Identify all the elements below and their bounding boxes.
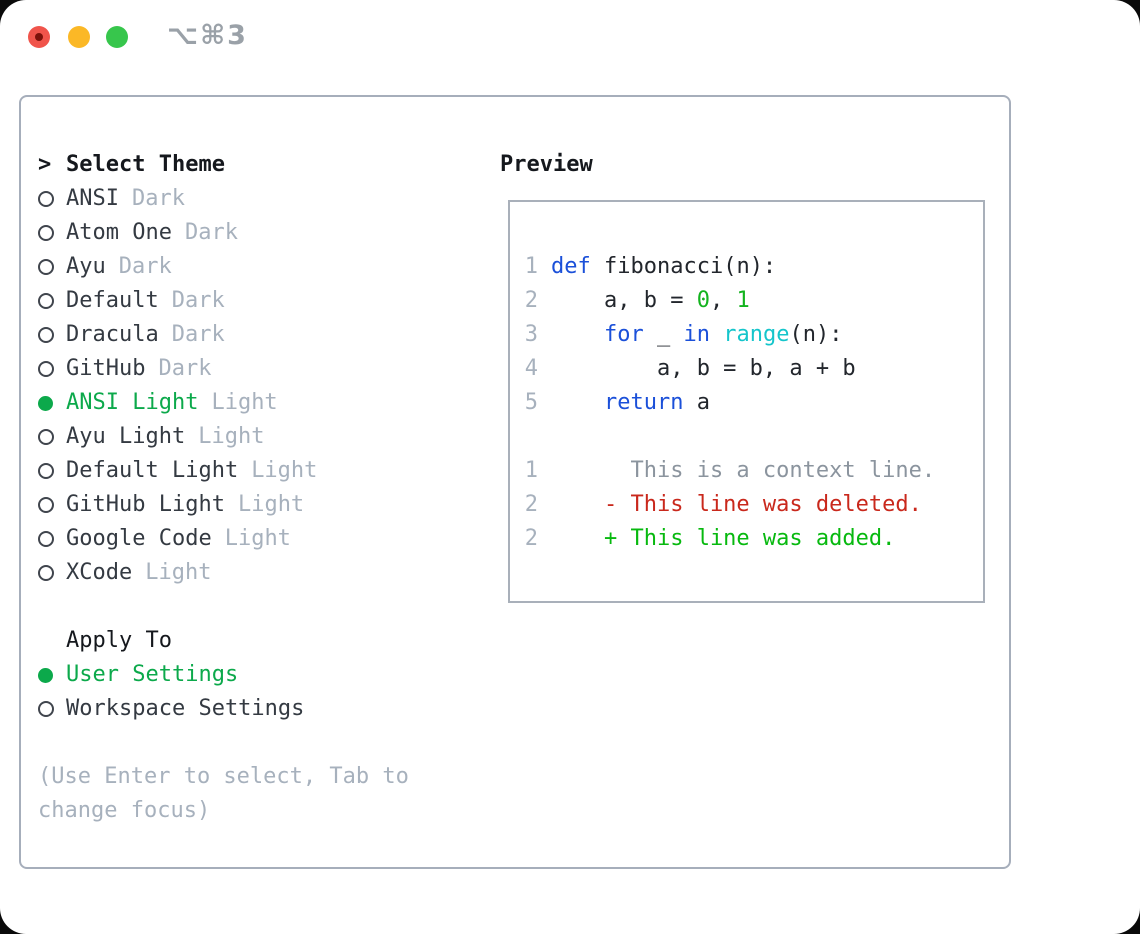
apply-option-user-settings[interactable]: User Settings (38, 658, 409, 692)
radio-unselected-icon (38, 531, 66, 547)
theme-option-atom-one[interactable]: Atom One Dark (38, 216, 409, 250)
window-title: ⌥⌘3 (167, 20, 248, 51)
code-line: 2 + This line was added. (512, 522, 983, 556)
radio-unselected-icon (38, 361, 66, 377)
radio-selected-icon (38, 667, 66, 683)
code-line (512, 216, 983, 250)
line-number: 1 (524, 254, 538, 279)
code-line (512, 420, 983, 454)
theme-variant-label: Dark (171, 288, 225, 313)
theme-option-dracula[interactable]: Dracula Dark (38, 318, 409, 352)
theme-variant-label: Light (251, 458, 318, 483)
theme-option-label: GitHub Light (66, 492, 225, 517)
line-number: 3 (524, 322, 538, 347)
theme-variant-label: Light (211, 390, 278, 415)
select-theme-title: Select Theme (66, 152, 225, 177)
radio-selected-icon (38, 395, 66, 411)
theme-option-xcode[interactable]: XCode Light (38, 556, 409, 590)
theme-option-label: Default (66, 288, 159, 313)
code-line: 2 - This line was deleted. (512, 488, 983, 522)
select-theme-header: > Select Theme (38, 148, 409, 182)
theme-option-label: XCode (66, 560, 133, 585)
theme-option-label: Atom One (66, 220, 172, 245)
theme-option-ayu-light[interactable]: Ayu Light Light (38, 420, 409, 454)
spacer (38, 590, 409, 624)
apply-option-label: Workspace Settings (66, 696, 305, 721)
radio-unselected-icon (38, 191, 66, 207)
code-line: 2 a, b = 0, 1 (512, 284, 983, 318)
theme-option-label: Dracula (66, 322, 159, 347)
theme-variant-label: Dark (184, 220, 238, 245)
theme-option-default-light[interactable]: Default Light Light (38, 454, 409, 488)
theme-option-github[interactable]: GitHub Dark (38, 352, 409, 386)
line-number: 4 (524, 356, 538, 381)
theme-variant-label: Light (198, 424, 265, 449)
theme-option-default[interactable]: Default Dark (38, 284, 409, 318)
radio-unselected-icon (38, 463, 66, 479)
line-number: 2 (524, 492, 538, 517)
theme-variant-label: Dark (118, 254, 172, 279)
radio-unselected-icon (38, 293, 66, 309)
radio-unselected-icon (38, 327, 66, 343)
theme-variant-label: Dark (158, 356, 212, 381)
code-line: 3 for _ in range(n): (512, 318, 983, 352)
preview-title: Preview (500, 152, 593, 177)
keyboard-hint: (Use Enter to select, Tab to change focus… (38, 760, 409, 828)
theme-option-google-code[interactable]: Google Code Light (38, 522, 409, 556)
close-button-dot-icon (35, 33, 43, 41)
theme-option-label: ANSI (66, 186, 119, 211)
spacer (38, 726, 409, 760)
theme-option-label: Ayu Light (66, 424, 186, 449)
radio-unselected-icon (38, 225, 66, 241)
minimize-button[interactable] (68, 26, 90, 48)
code-line: 5 return a (512, 386, 983, 420)
hint-text: change focus) (38, 798, 211, 823)
close-button[interactable] (28, 26, 50, 48)
theme-variant-label: Light (145, 560, 212, 585)
theme-option-label: Ayu (66, 254, 106, 279)
apply-to-header: Apply To (38, 624, 409, 658)
apply-to-title: Apply To (66, 628, 172, 653)
code-line: 1 This is a context line. (512, 454, 983, 488)
code-line (512, 556, 983, 590)
theme-variant-label: Light (224, 526, 291, 551)
zoom-button[interactable] (106, 26, 128, 48)
line-number: 2 (524, 526, 538, 551)
radio-unselected-icon (38, 701, 66, 717)
theme-variant-label: Dark (171, 322, 225, 347)
line-number: 5 (524, 390, 538, 415)
theme-option-label: Default Light (66, 458, 239, 483)
prompt-icon: > (38, 152, 52, 177)
code-line: 4 a, b = b, a + b (512, 352, 983, 386)
theme-option-label: ANSI Light (66, 390, 199, 415)
theme-option-label: Google Code (66, 526, 212, 551)
theme-option-ansi[interactable]: ANSI Dark (38, 182, 409, 216)
theme-option-ayu[interactable]: Ayu Dark (38, 250, 409, 284)
theme-variant-label: Light (237, 492, 305, 517)
apply-option-workspace-settings[interactable]: Workspace Settings (38, 692, 409, 726)
line-number: 1 (524, 458, 538, 483)
line-number: 2 (524, 288, 538, 313)
theme-variant-label: Dark (131, 186, 185, 211)
radio-unselected-icon (38, 259, 66, 275)
theme-option-github-light[interactable]: GitHub Light Light (38, 488, 409, 522)
radio-unselected-icon (38, 497, 66, 513)
hint-text: (Use Enter to select, Tab to (38, 764, 409, 789)
radio-unselected-icon (38, 429, 66, 445)
radio-unselected-icon (38, 565, 66, 581)
apply-option-label: User Settings (66, 662, 239, 687)
theme-option-ansi-light[interactable]: ANSI Light Light (38, 386, 409, 420)
theme-option-label: GitHub (66, 356, 146, 381)
